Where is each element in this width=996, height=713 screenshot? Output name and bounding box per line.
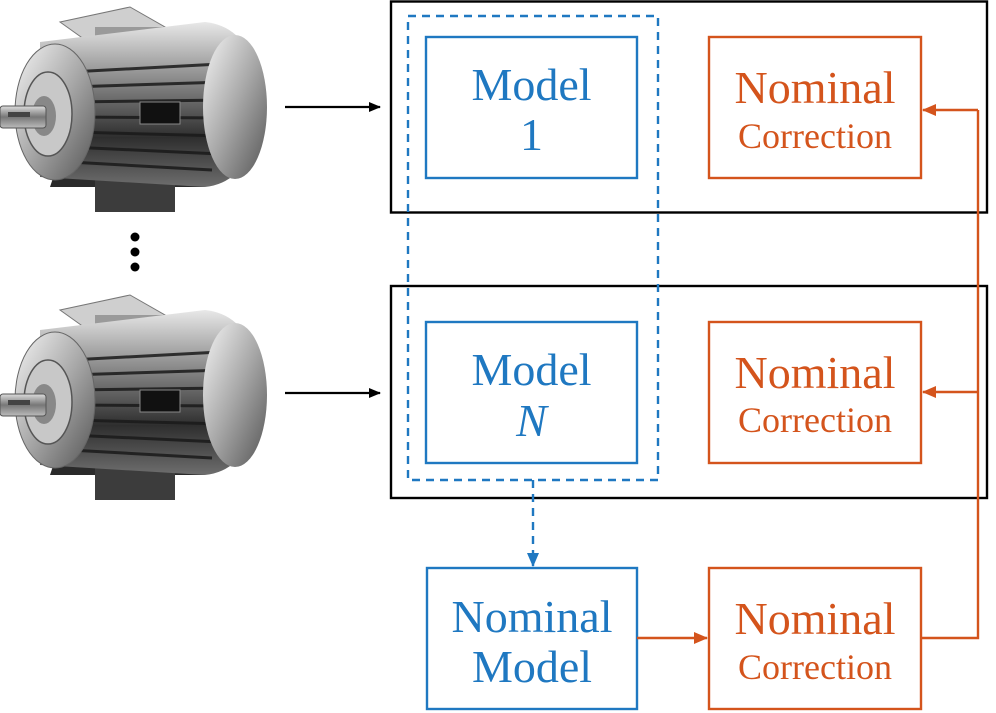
model-n-line1: Model — [471, 344, 591, 395]
correction-n-block: Nominal Correction — [707, 320, 923, 465]
group-n-box — [389, 284, 989, 500]
model-n-line2: N — [515, 395, 549, 446]
correction-n-line2: Correction — [738, 400, 892, 440]
models-dashed-enclosure — [406, 14, 660, 482]
motor-top-icon — [0, 5, 269, 214]
nominal-model-line2: Model — [472, 641, 592, 692]
nominal-correction-line1: Nominal — [735, 593, 896, 644]
correction-n-line1: Nominal — [735, 347, 896, 398]
nominal-model-line1: Nominal — [452, 591, 613, 642]
correction-1-block: Nominal Correction — [707, 35, 923, 180]
group-1-box — [389, 0, 989, 214]
motor-bottom-icon — [0, 293, 269, 502]
model-n-block: Model N — [424, 320, 639, 465]
nominal-correction-line2: Correction — [738, 647, 892, 687]
feedback-path — [921, 110, 980, 640]
model-1-line2: 1 — [520, 109, 543, 160]
vertical-ellipsis-icon — [130, 232, 140, 272]
model-1-line1: Model — [471, 59, 591, 110]
correction-1-line2: Correction — [738, 116, 892, 156]
model-1-block: Model 1 — [424, 35, 639, 180]
nominal-correction-block: Nominal Correction — [707, 566, 923, 711]
nominal-model-block: Nominal Model — [425, 566, 639, 711]
correction-1-line1: Nominal — [735, 62, 896, 113]
